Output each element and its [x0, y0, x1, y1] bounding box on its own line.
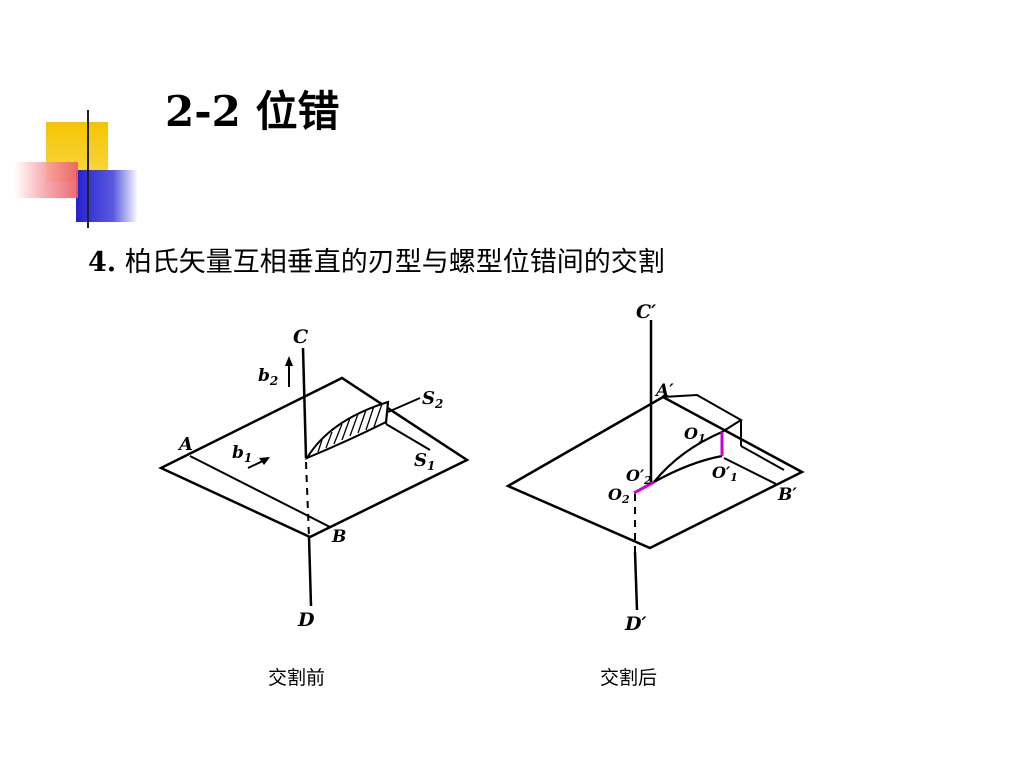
label-d-prime: D′ [624, 613, 647, 635]
label-o2-main: O [608, 485, 622, 504]
line-ab [189, 455, 331, 528]
label-d: D [297, 609, 315, 631]
wedge-edge [385, 401, 389, 425]
label-o2: O2 [608, 485, 630, 506]
red-square [14, 162, 78, 198]
wedge-base-line [385, 423, 431, 451]
label-b2-main: b [258, 366, 270, 386]
line-b-prime [723, 457, 777, 485]
caption-after: 交割后 [600, 667, 658, 689]
label-c: C [293, 326, 308, 348]
label-s1-main: S [414, 450, 427, 471]
slip-plane-s1 [158, 376, 470, 539]
label-o2-prime-main: O′ [626, 466, 645, 485]
label-a: A [177, 434, 193, 455]
slip-plane-after [505, 395, 805, 550]
step-top [662, 393, 743, 433]
label-o1-prime-sub: 1 [730, 471, 738, 484]
label-s2-main: S [422, 388, 435, 409]
dislocation-line-cd-upper [301, 347, 308, 459]
caption-before: 交割前 [268, 667, 326, 689]
wedge-hatch [317, 403, 383, 453]
label-o1-sub: 1 [698, 432, 706, 445]
dislocation-line-cd-prime-lower [633, 551, 639, 611]
label-o2-prime-sub: 2 [643, 474, 652, 487]
label-c-prime: C′ [636, 301, 656, 323]
dislocation-curve-upper [653, 430, 723, 483]
label-b-prime: B′ [777, 485, 797, 505]
label-o1-prime-main: O′ [712, 463, 731, 482]
label-s2-sub: 2 [434, 397, 443, 411]
label-b2-sub: 2 [269, 374, 278, 388]
label-s1: S1 [414, 450, 435, 473]
label-b: B [331, 527, 346, 547]
label-b2: b2 [258, 366, 278, 388]
label-o1: O1 [684, 424, 706, 445]
label-b1-sub: 1 [244, 451, 252, 465]
label-o2-prime: O′2 [626, 466, 652, 487]
b2-arrowhead [285, 356, 293, 366]
step-base [740, 445, 785, 471]
label-o1-prime: O′1 [712, 463, 738, 484]
label-s1-sub: 1 [427, 459, 435, 473]
jog-o2 [633, 480, 655, 495]
s2-leader [387, 397, 421, 413]
blue-square [76, 170, 138, 222]
section-heading-text: 柏氏矢量互相垂直的刃型与螺型位错间的交割 [124, 247, 665, 278]
dislocation-curve-lower [653, 454, 723, 483]
page-title: 2-2 位错 [165, 87, 340, 136]
dislocation-line-cd-lower [307, 536, 313, 607]
section-heading: 4. 柏氏矢量互相垂直的刃型与螺型位错间的交割 [88, 240, 665, 279]
label-b1-main: b [232, 443, 244, 463]
b1-arrowhead [259, 457, 270, 465]
label-b1: b1 [232, 443, 252, 465]
label-o2-sub: 2 [621, 493, 630, 506]
label-o1-main: O [684, 424, 698, 443]
label-a-prime: A′ [654, 381, 674, 401]
label-s2: S2 [422, 388, 443, 411]
section-number: 4. [88, 247, 117, 278]
